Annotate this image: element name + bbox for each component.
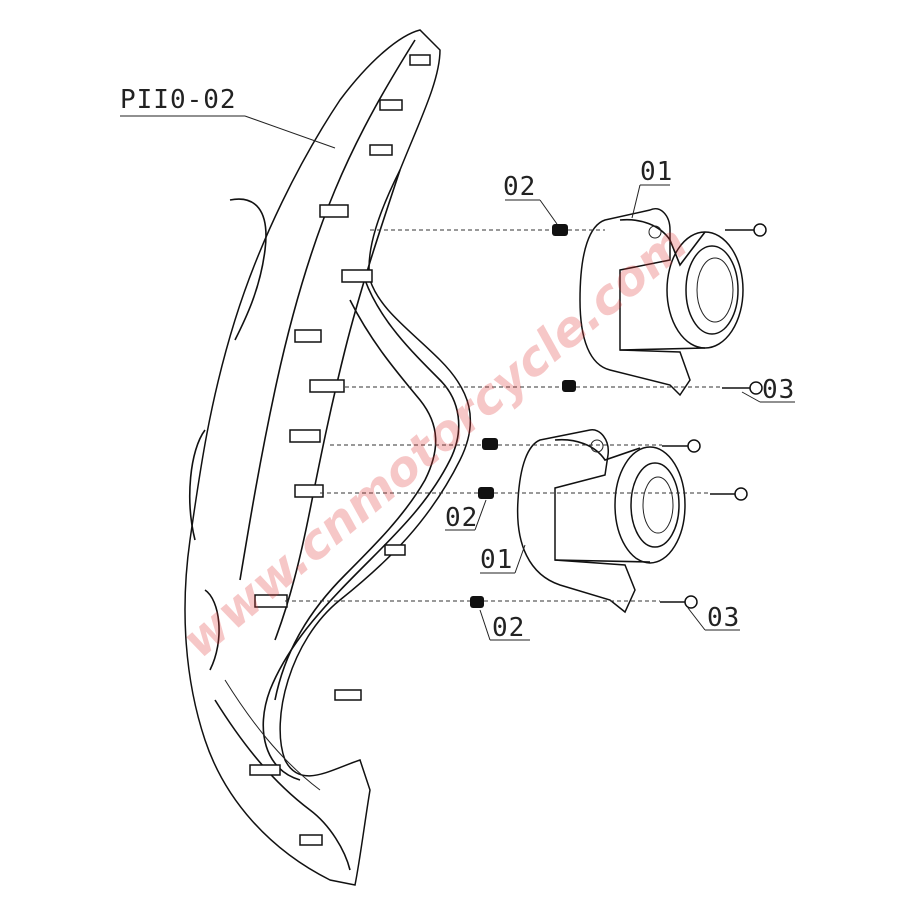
spring-icon: [478, 487, 494, 499]
lamp-assembly-lower: [516, 429, 686, 614]
lamp-assembly-upper: [579, 208, 744, 397]
label-spring-top: 02: [503, 172, 536, 202]
screws: [660, 223, 767, 609]
label-lamp-bottom: 01: [480, 545, 513, 575]
screw-icon: [710, 487, 748, 501]
springs: [470, 224, 576, 608]
screw-icon: [660, 595, 698, 609]
label-screw-top: 03: [762, 375, 795, 405]
spring-icon: [562, 380, 576, 392]
assembly-lines: [285, 229, 722, 602]
screw-icon: [722, 381, 763, 395]
label-screw-bottom: 03: [707, 603, 740, 633]
screw-icon: [725, 223, 767, 237]
mounting-bosses: [249, 54, 431, 846]
label-spring-bottom: 02: [492, 613, 525, 643]
screw-icon: [662, 439, 701, 453]
headlight-housing: [184, 29, 472, 886]
label-spring-mid: 02: [445, 503, 478, 533]
spring-icon: [482, 438, 498, 450]
leader-lines: [120, 115, 795, 641]
spring-icon: [470, 596, 484, 608]
label-housing: PII0-02: [120, 85, 237, 115]
label-lamp-top: 01: [640, 157, 673, 187]
spring-icon: [552, 224, 568, 236]
